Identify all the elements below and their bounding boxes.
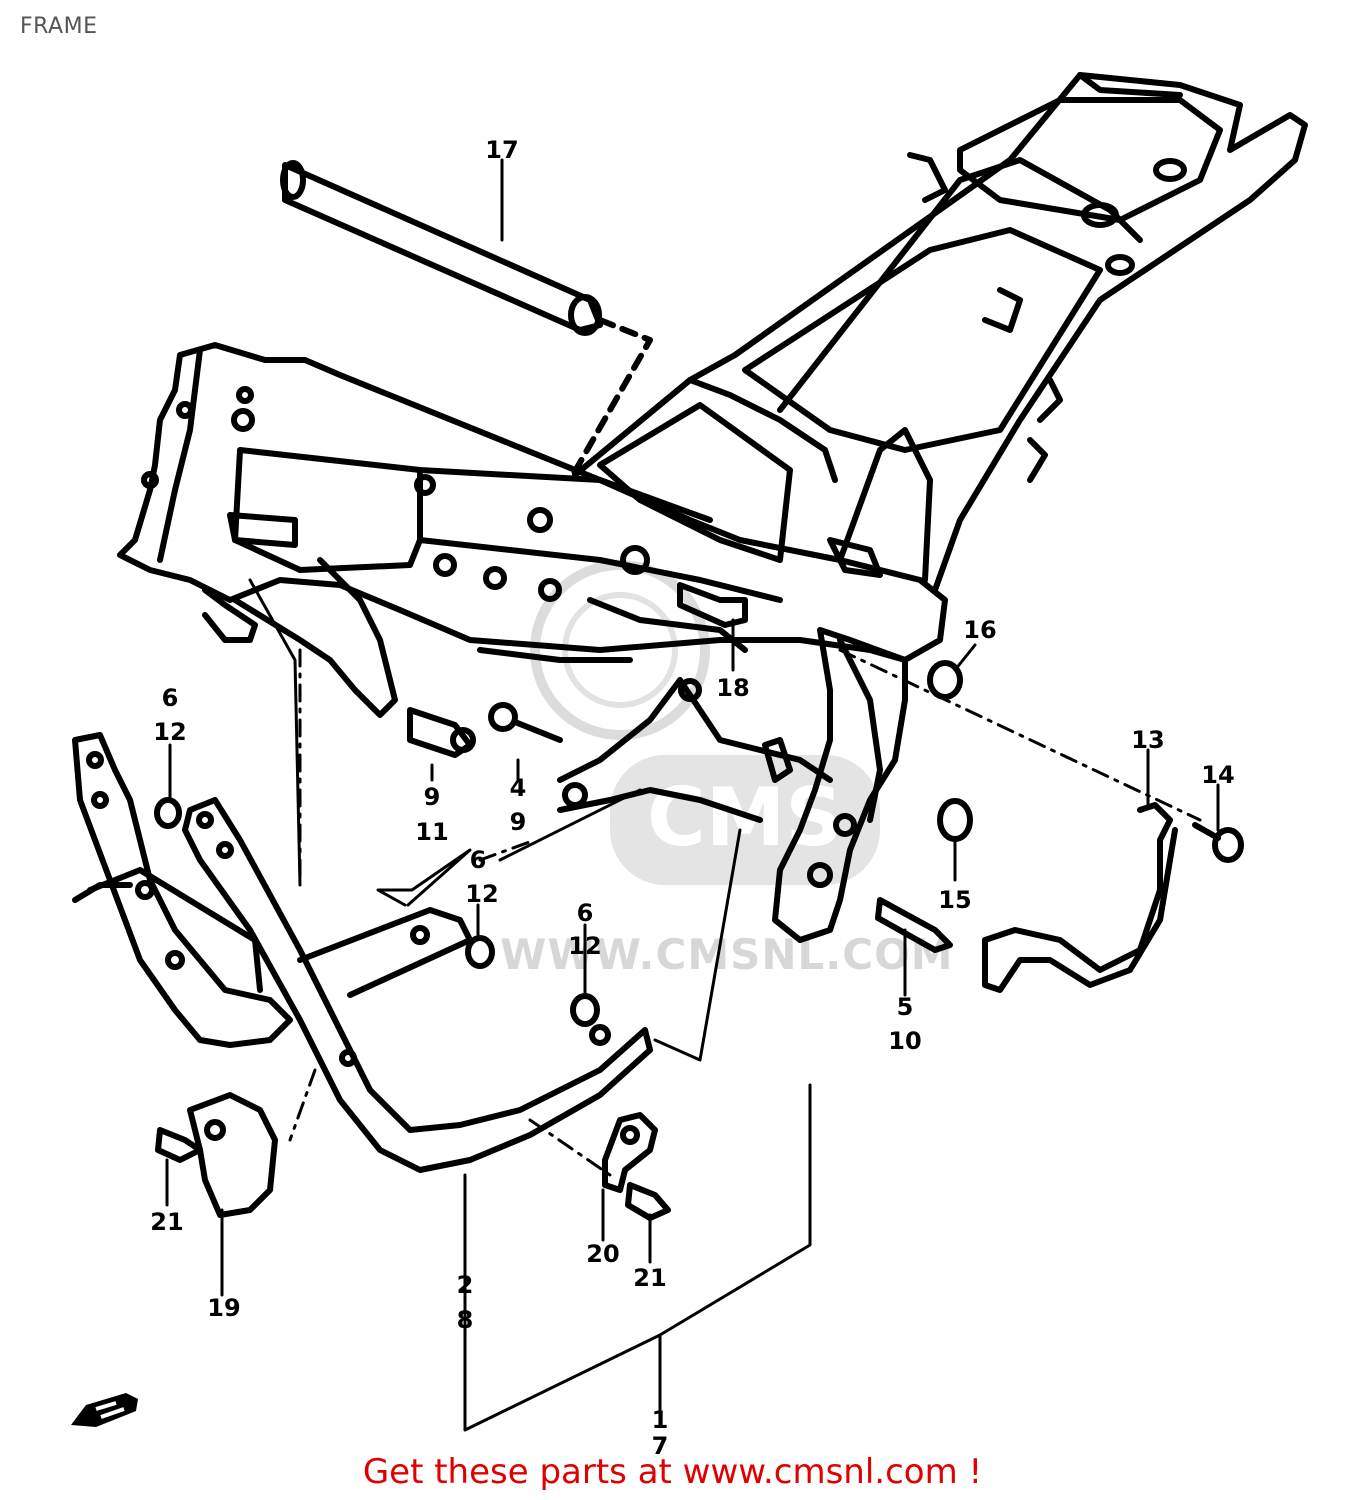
bolt-21-right xyxy=(625,1182,671,1221)
callout-8: 8 xyxy=(456,1306,474,1334)
callout-20: 20 xyxy=(586,1240,620,1268)
callout-12-mid: 12 xyxy=(465,880,499,908)
callout-11: 11 xyxy=(415,818,449,846)
rear-subframe xyxy=(572,72,1308,593)
lower-cradle-left xyxy=(72,732,293,1048)
bolt-4-9 xyxy=(488,702,563,743)
collar-15 xyxy=(937,798,973,842)
callout-7: 7 xyxy=(651,1432,669,1460)
callout-12-low: 12 xyxy=(568,932,602,960)
bolt-18 xyxy=(677,582,748,628)
callout-4: 4 xyxy=(509,774,527,802)
callout-19: 19 xyxy=(207,1294,241,1322)
front-arrow-logo xyxy=(71,1393,138,1427)
callout-6-mid: 6 xyxy=(469,846,487,874)
rear-downtube xyxy=(557,627,908,943)
callout-16: 16 xyxy=(963,616,997,644)
footer-link[interactable]: Get these parts at www.cmsnl.com ! xyxy=(362,1452,983,1492)
nut-6-12-top xyxy=(154,797,182,829)
callout-12-top: 12 xyxy=(153,718,187,746)
callout-5: 5 xyxy=(896,993,914,1021)
callout-2: 2 xyxy=(456,1271,474,1299)
callout-1: 1 xyxy=(651,1406,669,1434)
callout-17: 17 xyxy=(485,136,519,164)
bolt-21-left xyxy=(155,1127,203,1163)
watermark-url: WWW.CMSNL.COM xyxy=(500,930,954,979)
nut-14 xyxy=(1192,822,1244,863)
nut-6-12-mid xyxy=(465,935,495,969)
callout-15: 15 xyxy=(938,886,972,914)
part-17-tube xyxy=(280,160,653,483)
bracket-20 xyxy=(602,1112,658,1193)
lower-cradle-right xyxy=(182,797,653,1173)
footrest-bracket-13 xyxy=(982,802,1178,993)
main-frame xyxy=(117,342,948,718)
callout-10: 10 xyxy=(888,1027,922,1055)
dash-dot-lines xyxy=(288,648,1202,1242)
page-title: FRAME xyxy=(20,14,98,39)
nut-6-12-low xyxy=(570,993,600,1027)
callout-21-left: 21 xyxy=(150,1208,184,1236)
callout-14: 14 xyxy=(1201,761,1235,789)
callout-18: 18 xyxy=(716,674,750,702)
bracket-19 xyxy=(187,1092,278,1218)
bolt-9-11 xyxy=(407,707,476,758)
callout-13: 13 xyxy=(1131,726,1165,754)
bolt-5-10 xyxy=(875,897,953,953)
callout-9-left: 9 xyxy=(423,783,441,811)
leader-lines xyxy=(165,158,1220,1432)
collar-16 xyxy=(927,660,963,700)
callout-9-right: 9 xyxy=(509,808,527,836)
callout-6-top: 6 xyxy=(161,684,179,712)
callout-21-right: 21 xyxy=(633,1264,667,1292)
callout-6-low: 6 xyxy=(576,899,594,927)
